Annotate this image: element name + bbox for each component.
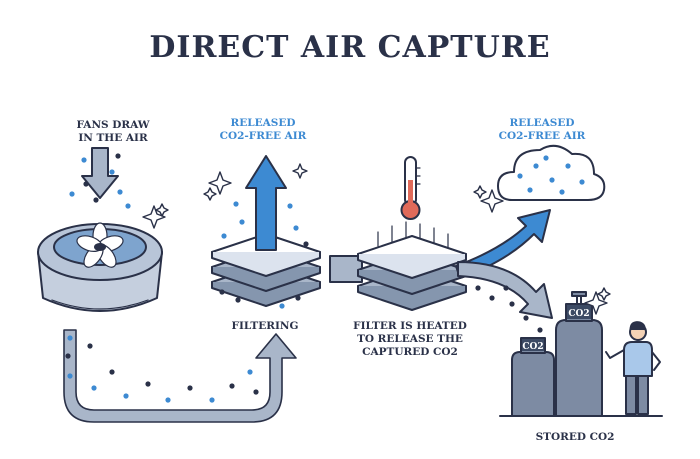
co2-tank-large xyxy=(555,291,603,417)
cloud-icon xyxy=(497,144,606,201)
co2-tank-large-label: CO2 xyxy=(568,309,589,319)
air-intake-arrow xyxy=(81,147,119,199)
filtering-label: FILTERING xyxy=(231,320,299,332)
co2-tank-small xyxy=(511,337,555,417)
stored-co2-label: STORED CO2 xyxy=(535,431,615,443)
co2-tank-small-label: CO2 xyxy=(522,342,543,352)
sparkle-icons xyxy=(142,163,611,315)
released-air-label-2-line-1: RELEASED xyxy=(509,117,575,129)
page-title: DIRECT AIR CAPTURE xyxy=(149,30,551,65)
heated-filter-label-line-3: CAPTURED CO2 xyxy=(362,346,458,358)
captured-co2-arrow xyxy=(457,261,553,319)
released-air-label-1-line-1: RELEASED xyxy=(230,117,296,129)
fan-icon xyxy=(37,222,163,312)
released-air-arrow-1 xyxy=(245,155,287,251)
filter-stack-1 xyxy=(211,233,321,307)
air-pipe xyxy=(63,329,297,423)
heated-filter-label-line-1: FILTER IS HEATED xyxy=(353,320,467,332)
fans-label: FANS DRAW IN THE AIR xyxy=(58,119,168,145)
heated-filter-label-line-2: TO RELEASE THE xyxy=(357,333,463,345)
released-air-label-2-line-2: CO2-FREE AIR xyxy=(498,130,586,142)
released-air-label-1: RELEASED CO2-FREE AIR xyxy=(208,117,318,143)
person-icon xyxy=(605,321,661,415)
heated-filter-label: FILTER IS HEATED TO RELEASE THE CAPTURED… xyxy=(335,320,485,359)
thermometer-icon xyxy=(400,156,421,220)
transfer-pipe xyxy=(329,255,363,283)
released-air-label-2: RELEASED CO2-FREE AIR xyxy=(482,117,602,143)
released-air-label-1-line-2: CO2-FREE AIR xyxy=(219,130,307,142)
filter-stack-2 xyxy=(357,235,467,311)
fans-label-line-1: FANS DRAW xyxy=(76,119,150,131)
fans-label-line-2: IN THE AIR xyxy=(78,132,148,144)
particle-dots xyxy=(65,153,585,403)
